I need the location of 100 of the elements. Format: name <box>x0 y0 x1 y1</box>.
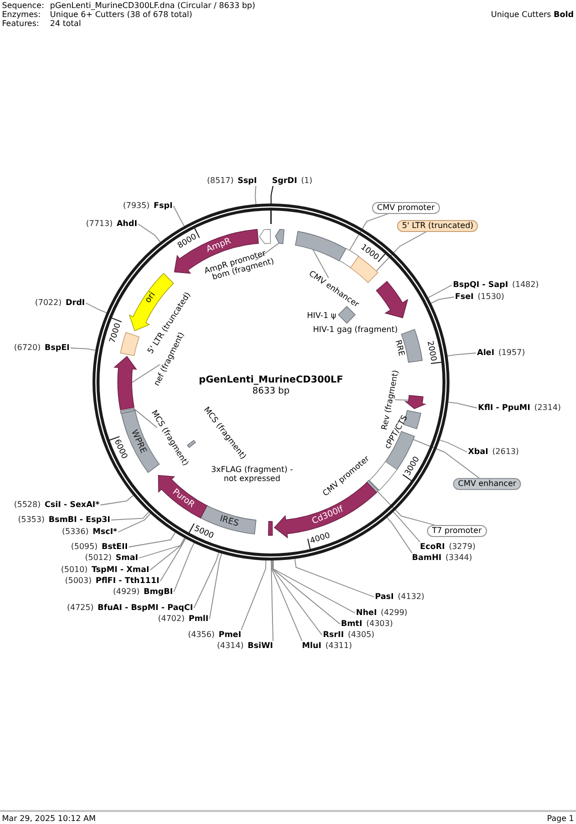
feature-label: HIV-1 ψ <box>307 310 336 320</box>
print-date: Mar 29, 2025 10:12 AM <box>2 814 96 822</box>
feature-label: HIV-1 gag (fragment) <box>313 324 398 334</box>
enzyme-name: KflI - PpuMI <box>478 403 530 412</box>
enzyme-name: SspI <box>238 176 257 185</box>
feature-segment <box>368 461 397 491</box>
leader-line <box>448 402 478 408</box>
leader-line <box>447 352 476 356</box>
leader-line <box>160 538 186 582</box>
cut-position: (1) <box>301 176 312 185</box>
enzyme-name: BspEI <box>44 343 70 352</box>
leader-line <box>270 186 274 204</box>
cut-position: (4311) <box>325 641 352 650</box>
leader-line <box>254 186 256 205</box>
enzyme-name: BsmBI - Esp3I <box>48 515 110 524</box>
cut-position: (5012) <box>85 553 112 562</box>
cut-position: (4299) <box>380 608 408 617</box>
leader-line <box>132 364 160 383</box>
leader-line <box>209 553 222 620</box>
field-value: pGenLenti_MurineCD300LF.dna (Circular / 8633 bp) <box>50 0 256 10</box>
field-label: Enzymes: <box>2 10 41 18</box>
cut-position: (4305) <box>348 630 374 639</box>
enzyme-name: PasI <box>375 592 394 601</box>
field-value: Unique 6+ Cutters (38 of 678 total) <box>50 10 192 18</box>
cut-position: (6720) <box>14 343 41 352</box>
plasmid-size: 8633 bp <box>252 386 290 398</box>
page-number: Page 1 <box>547 814 574 822</box>
scale-label: 4000 <box>309 530 332 546</box>
enzyme-name: FseI <box>455 292 474 301</box>
cut-position: (5010) <box>61 565 88 574</box>
scale-label: 2000 <box>426 340 438 362</box>
leader-line <box>439 440 468 452</box>
leader-line <box>272 560 322 636</box>
leader-line <box>255 242 280 261</box>
directional-feature <box>405 394 426 409</box>
feature-segment <box>295 231 346 262</box>
leader-line <box>272 560 356 614</box>
cut-position: (7935) <box>123 201 150 210</box>
cut-position: (4702) <box>158 614 185 623</box>
cut-position: (3279) <box>448 542 476 551</box>
feature-name: ori <box>144 291 158 306</box>
leader-line <box>240 560 266 630</box>
enzyme-name: BspQI - SapI <box>453 280 508 289</box>
feature-tag: 5' LTR (truncated) <box>397 220 478 232</box>
leader-line <box>430 296 454 304</box>
enzyme-name: EcoRI <box>420 542 445 551</box>
feature-tag: T7 promoter <box>427 525 487 537</box>
scale-label: 6000 <box>113 438 130 460</box>
leader-line <box>428 284 452 298</box>
leader-line <box>100 495 134 506</box>
cut-position: (7022) <box>35 298 62 307</box>
feature-segment <box>120 332 140 356</box>
cut-position: (2314) <box>534 403 561 412</box>
enzyme-name: BfuAI - BspMI - PaqCI <box>98 603 193 612</box>
cut-position: (4314) <box>217 641 244 650</box>
cut-position: (1482) <box>512 280 539 289</box>
enzyme-name: NheI <box>356 608 377 617</box>
cut-position: (4132) <box>398 592 424 601</box>
cut-position: (2613) <box>492 447 519 456</box>
leader-line <box>138 538 185 558</box>
feature-segment <box>268 520 272 536</box>
cut-position: (5353) <box>18 515 45 524</box>
feature-tag: CMV promoter <box>372 202 440 214</box>
enzyme-name: PmeI <box>218 630 242 639</box>
leader-line <box>173 542 194 592</box>
feature-segment <box>338 248 360 269</box>
cut-position: (1957) <box>498 348 525 357</box>
enzyme-name: AleI <box>477 348 494 357</box>
leader-line <box>392 512 420 542</box>
enzyme-name: AhdI <box>116 219 138 228</box>
cut-position: (4929) <box>113 587 140 596</box>
directional-feature <box>158 474 208 518</box>
field-value: 24 total <box>50 18 82 28</box>
leader-line <box>85 302 107 314</box>
feature-tag: CMV enhancer <box>453 478 522 490</box>
leader-line <box>377 491 435 526</box>
feature-diamond <box>338 306 356 324</box>
enzyme-name: FspI <box>154 201 173 210</box>
leader-line <box>70 348 96 351</box>
feature-name: AmpR <box>205 236 232 254</box>
cut-position: (4303) <box>366 619 393 628</box>
leader-line <box>118 513 151 532</box>
enzyme-name: SgrDI <box>272 176 298 185</box>
enzyme-name: BmgBI <box>144 587 173 596</box>
cut-position: (5336) <box>62 527 89 536</box>
field-label: Features: <box>2 18 40 28</box>
feature-segment <box>186 440 196 448</box>
enzyme-name: PflFI - Tth111I <box>96 576 160 585</box>
leader-line <box>294 558 374 598</box>
leader-line <box>386 517 412 554</box>
cut-position: (4356) <box>188 630 215 639</box>
scale-label: 5000 <box>192 523 216 540</box>
legend-note: Unique Cutters Bold <box>491 10 574 18</box>
leader-line <box>138 224 161 242</box>
directional-feature <box>376 281 408 318</box>
enzyme-name: MscI* <box>92 527 118 536</box>
enzyme-name: MluI <box>302 641 322 650</box>
feature-label: 3xFLAG (fragment) - not expressed <box>210 465 294 483</box>
directional-feature <box>259 228 271 244</box>
leader-line <box>194 552 220 608</box>
